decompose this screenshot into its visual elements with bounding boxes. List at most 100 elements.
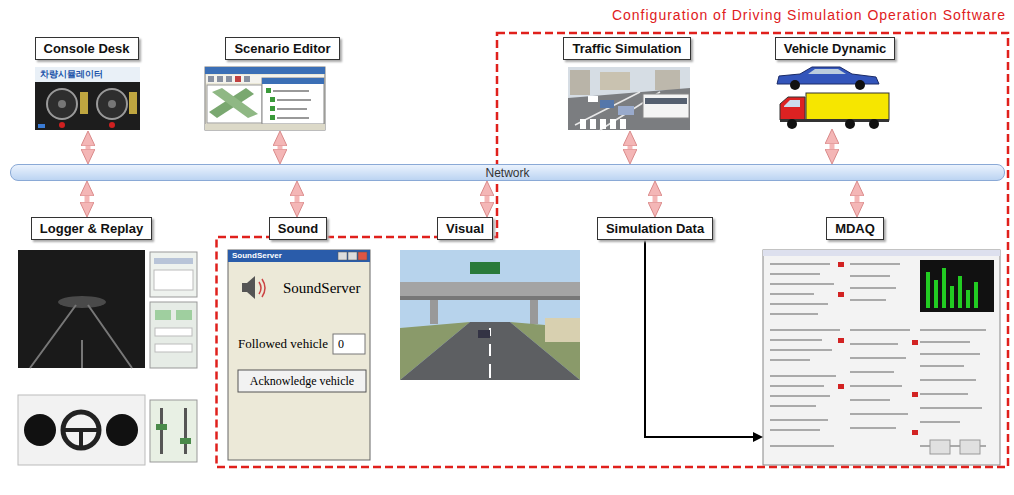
component-box: Scenario Editor	[205, 37, 341, 131]
scenario-editor-screenshot-part	[205, 124, 325, 130]
visual-scene-part	[400, 250, 580, 380]
visual-scene	[400, 250, 580, 380]
visual-scene-part	[530, 300, 538, 324]
scenario-editor-screenshot-part	[208, 76, 214, 82]
traffic-scene-part	[600, 119, 606, 129]
scenario-editor-screenshot-part	[206, 75, 324, 83]
scenario-editor-screenshot-part	[277, 99, 311, 101]
network-bus: Network	[10, 164, 1005, 181]
double-arrow	[653, 196, 658, 202]
vehicle-figures-part	[780, 97, 805, 120]
logger-screenshot-part	[150, 302, 197, 368]
component-box: Visual	[400, 217, 580, 381]
screen-text: 0	[338, 337, 344, 351]
logger-screenshot-part	[30, 305, 132, 368]
console-screenshot-part	[38, 124, 45, 128]
component-box: Simulation Data	[597, 217, 714, 240]
traffic-scene-part	[568, 88, 690, 130]
console-screenshot-part	[80, 92, 88, 114]
sound-window-part	[247, 276, 255, 299]
console-screenshot-part	[35, 67, 140, 130]
sound-window-part	[228, 250, 370, 262]
logger-screenshot-part	[154, 270, 193, 290]
sound-window-part	[242, 283, 247, 292]
component-label: Vehicle Dynamic	[775, 37, 896, 60]
vehicle-figures	[777, 67, 889, 129]
component-label: Sound	[269, 217, 327, 240]
sound-window-part	[338, 252, 347, 260]
vehicle-figures-part	[806, 93, 889, 120]
traffic-scene	[568, 67, 690, 130]
sound-window-part	[348, 252, 357, 260]
logger-screenshot-part	[184, 408, 187, 454]
traffic-scene-part	[590, 119, 596, 129]
traffic-scene-part	[618, 106, 634, 115]
sound-window-part	[333, 334, 365, 354]
vehicle-figures-part	[855, 80, 865, 90]
vehicle-figures-part	[790, 80, 800, 90]
mdaq-window-part	[966, 290, 970, 308]
component-box: Vehicle Dynamic	[775, 37, 890, 129]
traffic-scene-part	[568, 67, 690, 130]
logger-screenshot-part	[180, 438, 191, 444]
scenario-editor-screenshot-part	[244, 76, 250, 82]
visual-scene-part	[470, 262, 500, 274]
traffic-scene-part	[600, 72, 630, 90]
vehicle-figures-part	[869, 119, 879, 129]
double-arrow	[278, 146, 283, 149]
logger-screenshot-part	[160, 408, 163, 454]
mdaq-window-part	[920, 260, 994, 312]
region-outline	[217, 33, 1009, 467]
component-label: Visual	[437, 217, 493, 240]
mdaq-window-part	[974, 282, 978, 308]
scenario-editor-screenshot-part	[270, 106, 275, 111]
logger-screenshot-part	[18, 395, 145, 465]
scenario-editor-screenshot-part	[270, 115, 275, 120]
mdaq-window-part	[838, 262, 844, 267]
network-label: Network	[485, 166, 529, 180]
visual-scene-part	[430, 300, 438, 324]
logger-screenshot	[18, 250, 197, 465]
screen-text: SoundServer	[232, 251, 282, 261]
logger-screenshot-part	[150, 400, 197, 462]
vehicle-figures-part	[845, 119, 855, 129]
double-arrow	[855, 196, 860, 202]
mdaq-window-part	[838, 292, 844, 297]
sound-window-part	[358, 252, 367, 260]
mdaq-window-part	[912, 430, 918, 435]
mdaq-window-part	[960, 440, 980, 454]
traffic-scene-part	[580, 119, 586, 129]
sound-window-part	[259, 279, 265, 297]
component-label: Scenario Editor	[225, 37, 339, 60]
double-arrow	[85, 196, 90, 202]
logger-screenshot-part	[155, 328, 192, 336]
traffic-scene-part	[643, 94, 689, 118]
component-label: Logger & Replay	[31, 217, 152, 240]
console-screenshot-part	[35, 67, 140, 82]
logger-screenshot-part	[155, 310, 171, 320]
traffic-scene-part	[655, 70, 680, 90]
logger-screenshot-part	[63, 430, 99, 448]
scenario-editor-screenshot-part	[273, 90, 309, 92]
mdaq-window-part	[912, 340, 918, 345]
scenario-editor-screenshot-part	[235, 76, 241, 82]
scenario-editor-screenshot-part	[270, 97, 275, 102]
screen-text: Followed vehicle	[238, 336, 328, 352]
component-box: Console Desk	[35, 37, 141, 131]
scenario-editor-screenshot-part	[207, 85, 262, 123]
double-arrow	[628, 146, 633, 149]
scenario-editor-screenshot-part	[262, 78, 324, 124]
console-screenshot-part	[97, 89, 127, 119]
scenario-editor-screenshot-part	[262, 78, 324, 84]
visual-scene-part	[400, 282, 580, 296]
scenario-editor-screenshot-part	[266, 88, 271, 93]
scenario-editor-screenshot-part	[277, 117, 309, 119]
double-arrow	[830, 144, 835, 149]
screen-text: Acknowledge vehicle	[238, 374, 366, 388]
scenario-editor-screenshot-part	[217, 76, 223, 82]
console-screenshot-part	[109, 122, 115, 128]
scenario-editor-screenshot	[205, 67, 325, 130]
console-screenshot-part	[108, 100, 116, 108]
